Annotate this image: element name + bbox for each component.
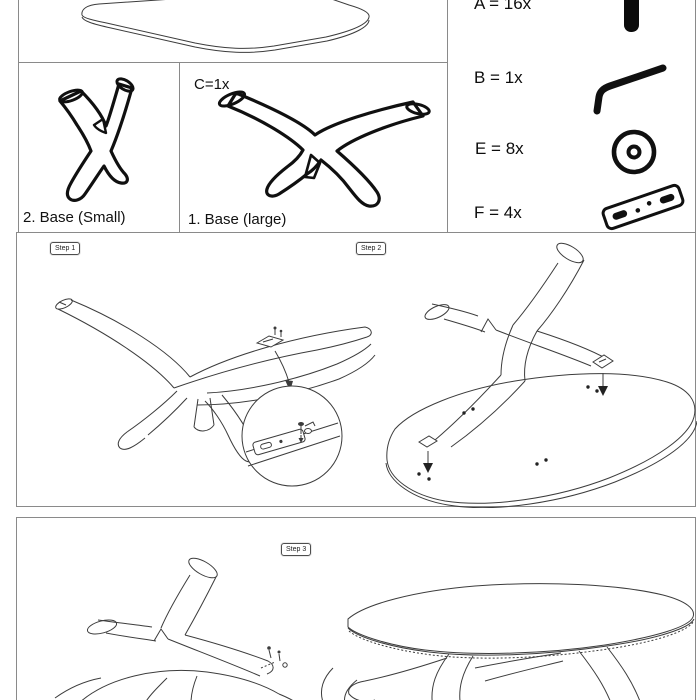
tabletop-drawing bbox=[81, 0, 370, 53]
step2-tabletop-flipped bbox=[385, 373, 697, 508]
hardware-label-B: B = 1x bbox=[474, 68, 523, 87]
step1-badge: Step 1 bbox=[50, 242, 81, 255]
step3-assembly-small-base bbox=[54, 557, 294, 700]
tabletop-panel bbox=[18, 0, 447, 63]
small-base-label: 2. Base (Small) bbox=[23, 209, 126, 226]
small-base-drawing bbox=[58, 77, 135, 202]
step3-drawing bbox=[54, 557, 695, 700]
step1-drawing bbox=[55, 298, 376, 487]
steps-1-2-panel: Step 1 Step 2 bbox=[16, 232, 697, 508]
step2-screw-holes bbox=[417, 385, 599, 481]
hardware-label-F: F = 4x bbox=[474, 203, 522, 222]
washer-icon bbox=[611, 129, 657, 175]
step2-badge: Step 2 bbox=[356, 242, 387, 255]
large-base-drawing bbox=[217, 90, 431, 208]
bracket-plate-icon bbox=[601, 183, 685, 231]
hardware-list-panel: A = 16x B = 1x E = 8x F = 4x bbox=[447, 0, 696, 232]
step2-large-base bbox=[418, 242, 614, 448]
step1-bracket-on-leg bbox=[255, 326, 285, 348]
hardware-label-A: A = 16x bbox=[474, 0, 532, 13]
allen-key-icon bbox=[593, 64, 667, 115]
step3-finished-table bbox=[320, 583, 695, 700]
step1-zoom-callout bbox=[241, 350, 343, 487]
step2-placement-arrows bbox=[423, 373, 608, 473]
step-3-panel: Step 3 bbox=[16, 517, 696, 700]
large-base-panel: C=1x 1. Base (large) bbox=[180, 63, 447, 232]
large-base-label: 1. Base (large) bbox=[188, 211, 287, 228]
step3-badge: Step 3 bbox=[281, 543, 312, 556]
step1-large-base bbox=[55, 298, 376, 463]
hex-bolt-icon bbox=[624, 0, 639, 32]
large-base-quantity-label: C=1x bbox=[194, 76, 230, 93]
hardware-label-E: E = 8x bbox=[475, 139, 524, 158]
step2-drawing bbox=[385, 242, 697, 508]
small-base-panel: 2. Base (Small) bbox=[18, 63, 180, 232]
step3-screws bbox=[260, 646, 288, 669]
